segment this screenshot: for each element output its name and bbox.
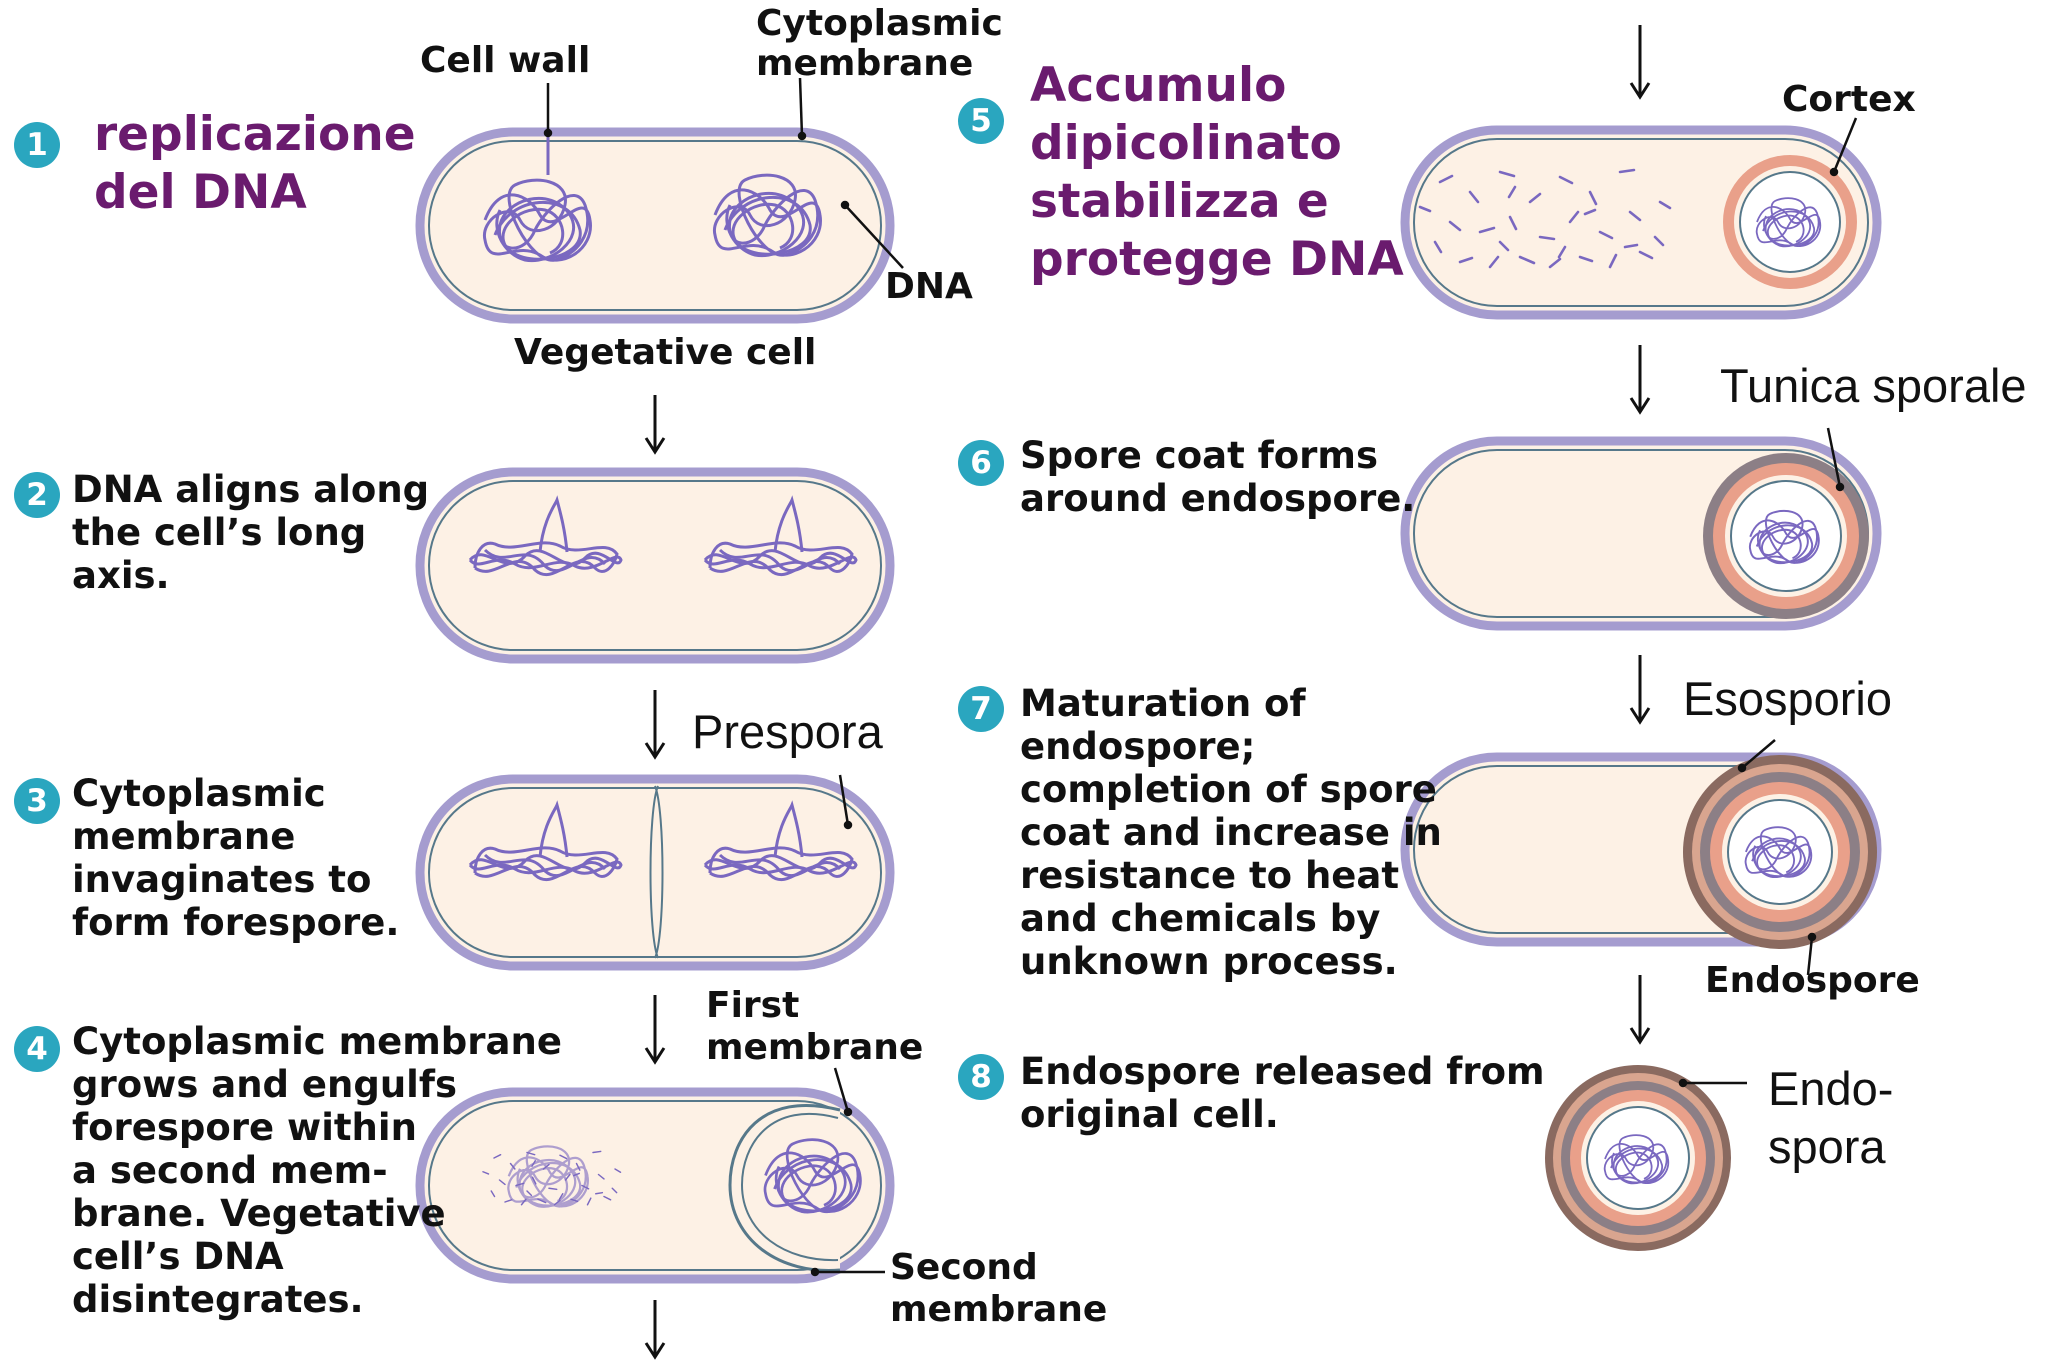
step-6-text: Spore coat forms around endospore. bbox=[1020, 434, 1416, 520]
cell-vegetative bbox=[415, 127, 895, 324]
cytoplasmic-membrane-label: Cytoplasmic membrane bbox=[756, 3, 1003, 84]
step-5-badge: 5 bbox=[958, 98, 1004, 144]
step-3-text: Cytoplasmic membrane invaginates to form… bbox=[72, 772, 400, 944]
step-2-badge: 2 bbox=[14, 472, 60, 518]
first-membrane-label: First membrane bbox=[706, 985, 924, 1068]
cell-wall-label: Cell wall bbox=[420, 40, 591, 81]
vegetative-cell-label: Vegetative cell bbox=[514, 332, 817, 373]
flow-arrows bbox=[644, 25, 1651, 1360]
step-4-badge: 4 bbox=[14, 1026, 60, 1072]
step-6-badge: 6 bbox=[958, 440, 1004, 486]
step-1-badge: 1 bbox=[14, 122, 60, 168]
cell-dipicolinate-accumulation bbox=[1400, 125, 1882, 320]
step-7-text: Maturation of endospore; completion of s… bbox=[1020, 682, 1442, 983]
cortex-label: Cortex bbox=[1782, 79, 1916, 120]
step-4-text: Cytoplasmic membrane grows and engulfs f… bbox=[72, 1020, 562, 1321]
tunica-sporale-label: Tunica sporale bbox=[1720, 359, 2027, 412]
cell-spore-coat bbox=[1400, 436, 1882, 631]
step-5-text: Accumulo dipicolinato stabilizza e prote… bbox=[1030, 58, 1404, 287]
cell-engulfment bbox=[415, 1087, 895, 1284]
step-8-badge: 8 bbox=[958, 1054, 1004, 1100]
free-endospore bbox=[1545, 1065, 1731, 1251]
step-1-text: replicazione del DNA bbox=[94, 107, 416, 220]
cell-dna-aligned bbox=[415, 467, 895, 664]
step-2-text: DNA aligns along the cell’s long axis. bbox=[72, 468, 430, 597]
leader-lines bbox=[543, 77, 1858, 1277]
endospora-label: Endo- spora bbox=[1768, 1062, 1894, 1173]
endospore-label: Endospore bbox=[1705, 960, 1920, 1001]
cell-maturation bbox=[1400, 752, 1882, 949]
cell-forespore-forming bbox=[415, 774, 895, 971]
second-membrane-label: Second membrane bbox=[890, 1247, 1108, 1330]
step-8-text: Endospore released from original cell. bbox=[1020, 1050, 1545, 1136]
step-3-badge: 3 bbox=[14, 778, 60, 824]
prespora-label: Prespora bbox=[692, 705, 883, 758]
step-7-badge: 7 bbox=[958, 686, 1004, 732]
dna-label: DNA bbox=[885, 266, 973, 307]
esosporio-label: Esosporio bbox=[1683, 672, 1892, 725]
